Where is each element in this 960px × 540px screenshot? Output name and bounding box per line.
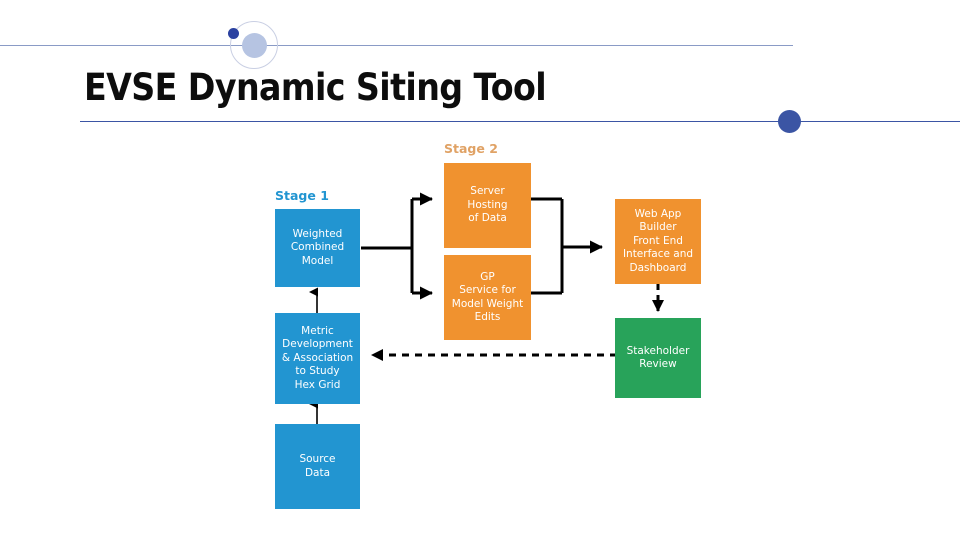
edge-weighted-model-to-stage2 bbox=[361, 192, 433, 300]
node-web-app-builder[interactable]: Web App Builder Front End Interface and … bbox=[615, 199, 701, 284]
horizontal-rule-top bbox=[0, 45, 793, 46]
dot-blue-decoration-right bbox=[778, 110, 801, 133]
circle-outline-decoration bbox=[230, 21, 278, 69]
stage-1-label: Stage 1 bbox=[275, 188, 329, 203]
node-gp-service[interactable]: GP Service for Model Weight Edits bbox=[444, 255, 531, 340]
circle-filled-decoration bbox=[242, 33, 267, 58]
dot-dark-blue-decoration bbox=[228, 28, 239, 39]
page-title: EVSE Dynamic Siting Tool bbox=[84, 66, 547, 109]
edge-stage2-to-web-app-builder bbox=[531, 197, 603, 295]
node-weighted-combined-model[interactable]: Weighted Combined Model bbox=[275, 209, 360, 287]
node-source-data[interactable]: Source Data bbox=[275, 424, 360, 509]
horizontal-rule-bottom bbox=[80, 121, 960, 122]
node-metric-development[interactable]: Metric Development & Association to Stud… bbox=[275, 313, 360, 404]
node-stakeholder-review[interactable]: Stakeholder Review bbox=[615, 318, 701, 398]
stage-2-label: Stage 2 bbox=[444, 141, 498, 156]
node-server-hosting-of-data[interactable]: Server Hosting of Data bbox=[444, 163, 531, 248]
